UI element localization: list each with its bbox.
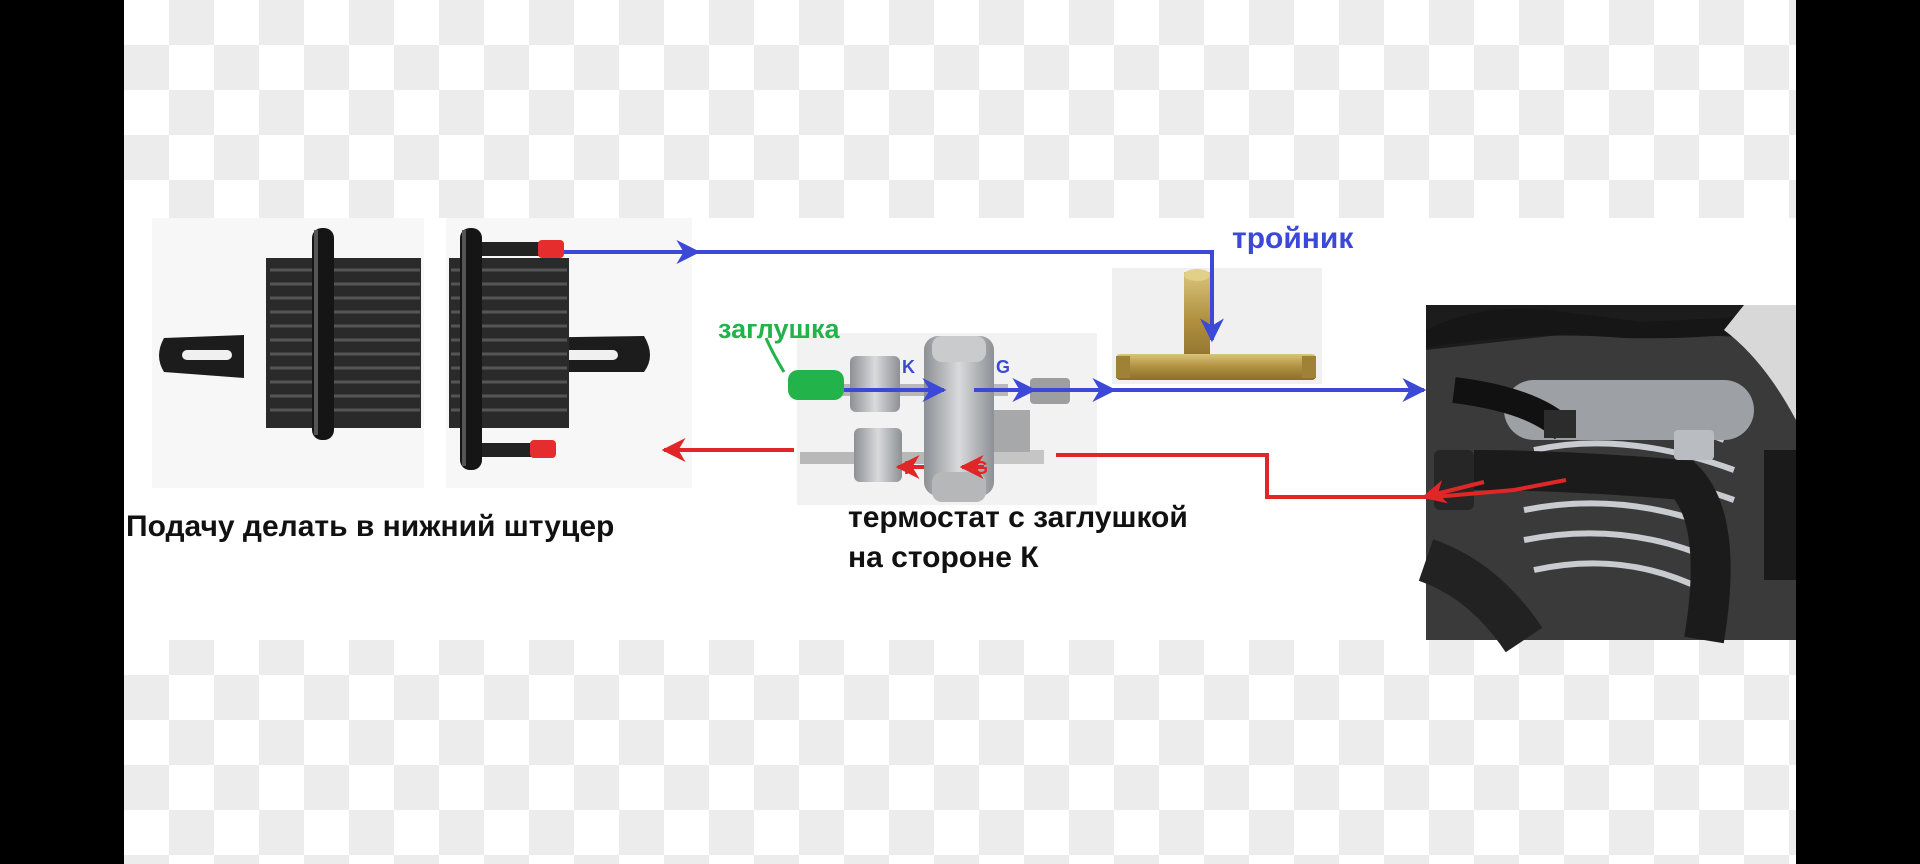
connection-diagram xyxy=(152,218,1796,653)
diagram-canvas: тройник заглушка Подачу делать в нижний … xyxy=(124,0,1796,864)
thermostat-note-line1: термостат с заглушкой xyxy=(848,501,1188,534)
thermostat-note-line2: на стороне К xyxy=(848,541,1039,574)
port-g-top: G xyxy=(996,357,1011,377)
supply-note: Подачу делать в нижний штуцер xyxy=(126,510,615,543)
blue-flow-line xyxy=(564,240,1427,402)
oil-cooler-icon xyxy=(152,218,692,488)
tee-fitting-icon xyxy=(1112,268,1322,384)
red-flow-line xyxy=(661,438,1567,504)
port-k-top: K xyxy=(902,357,915,377)
thermostat-note: термостат с заглушкой на стороне К xyxy=(848,498,1188,578)
thermostat-valve-icon xyxy=(788,333,1097,505)
engine-bay-photo-icon xyxy=(1418,305,1796,653)
tee-label: тройник xyxy=(1232,222,1354,255)
port-k-bottom: K xyxy=(904,458,917,478)
plug-pointer xyxy=(764,337,786,373)
plug-label: заглушка xyxy=(718,314,840,344)
port-g-bottom: G xyxy=(974,458,989,478)
